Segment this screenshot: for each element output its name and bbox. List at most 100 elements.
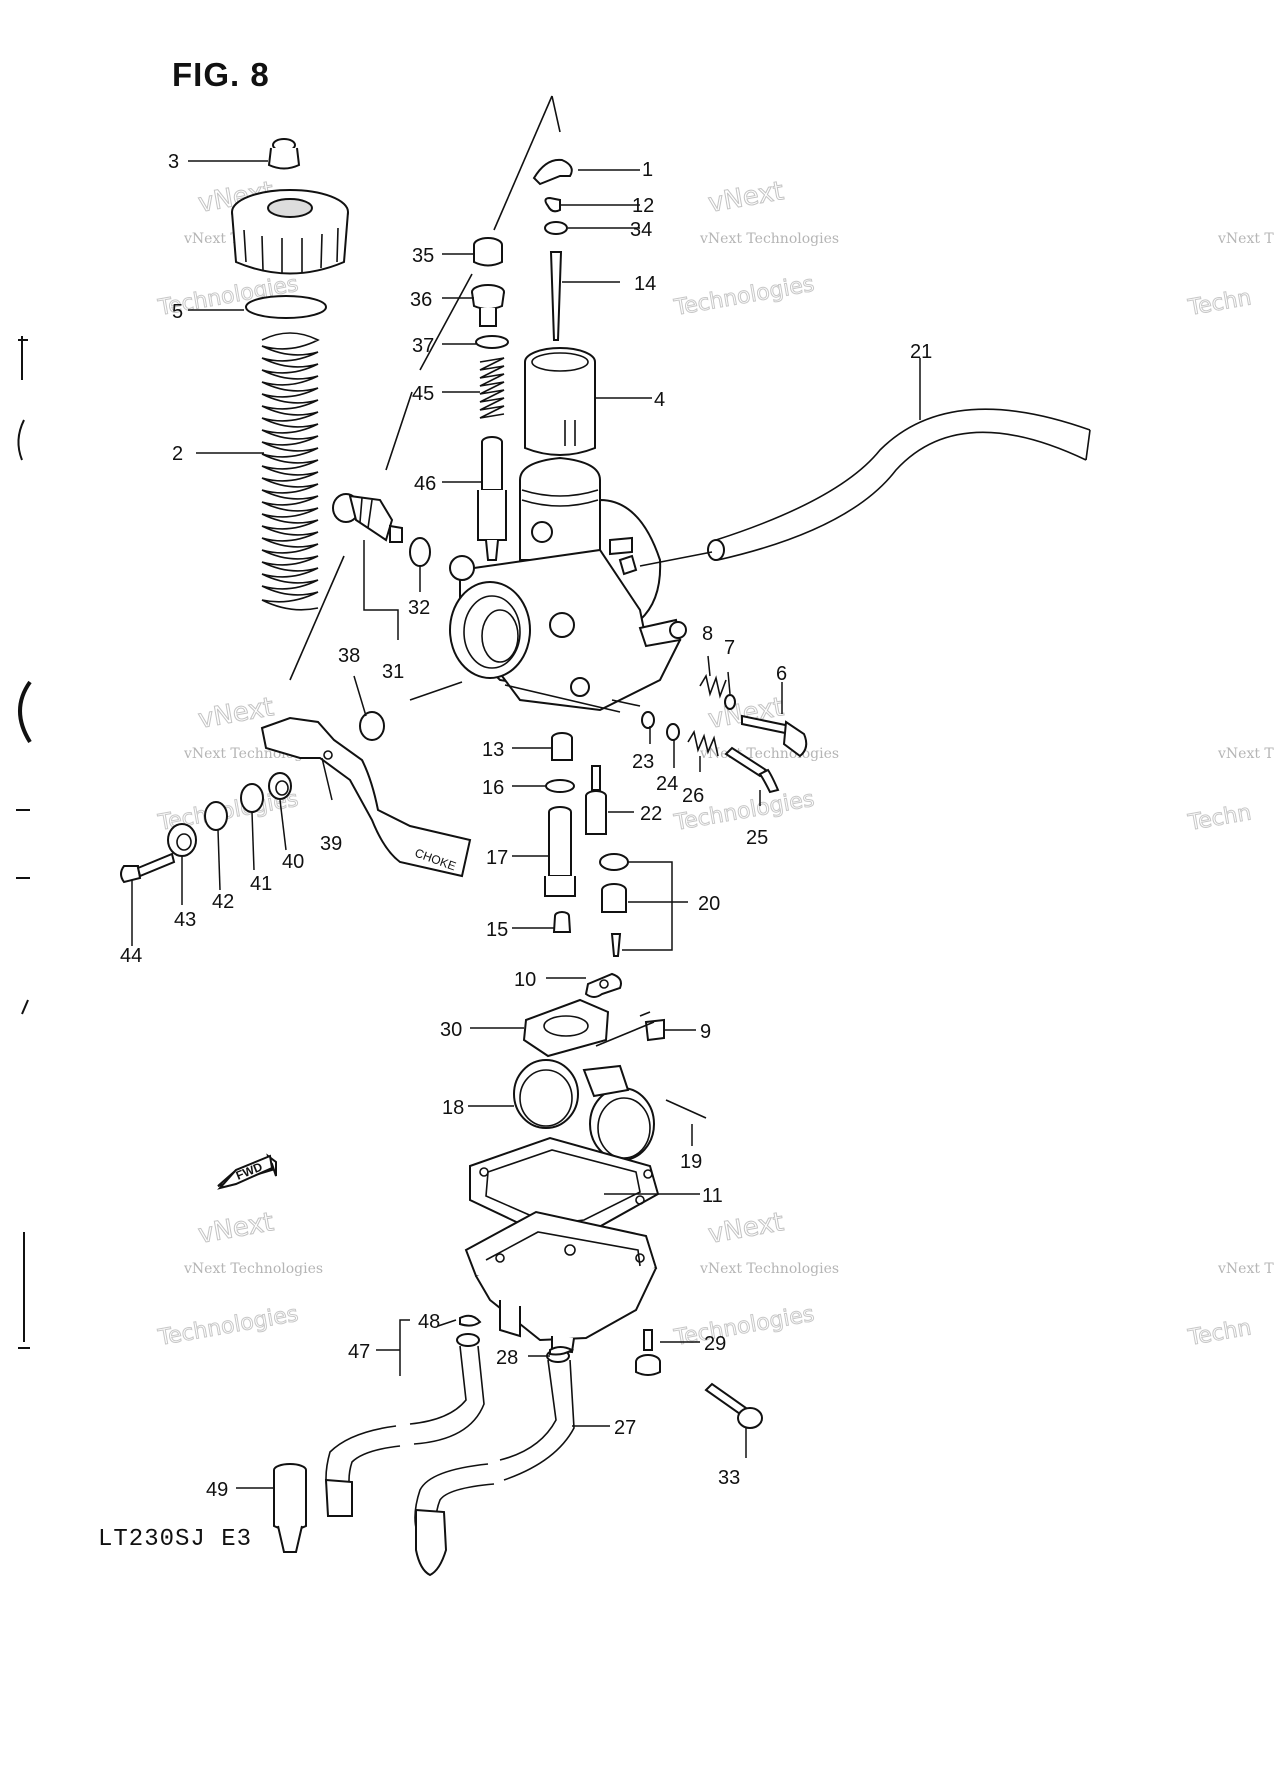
callout-37: 37	[412, 335, 434, 357]
callout-44: 44	[120, 945, 142, 967]
callout-29: 29	[704, 1333, 726, 1355]
svg-text:vNext: vNext	[706, 1207, 786, 1250]
svg-text:vNext Technologies: vNext Technologies	[183, 1261, 323, 1277]
callout-labels: 1 2 3 4 5 6 7 8 9 10 11 12 13 14 15 16 1…	[120, 151, 932, 1501]
svg-text:Technologies: Technologies	[672, 272, 817, 321]
callout-15: 15	[486, 919, 508, 941]
callout-43: 43	[174, 909, 196, 931]
callout-16: 16	[482, 777, 504, 799]
part-33-drain-screw	[704, 1382, 763, 1429]
callout-21: 21	[910, 341, 932, 363]
svg-text:vNext Technologies: vNext Technologies	[699, 1261, 839, 1277]
callout-23: 23	[632, 751, 654, 773]
part-30-plate	[522, 998, 610, 1058]
part-47-vent-hose	[324, 1333, 485, 1517]
callout-38: 38	[338, 645, 360, 667]
scan-edge-marks	[16, 336, 32, 1349]
svg-text:Techn: Techn	[1186, 285, 1254, 321]
part-27-drain-hose	[414, 1349, 575, 1577]
part-20-needle-valve	[599, 853, 629, 957]
part-46-choke-plunger	[477, 436, 507, 561]
leader-lines	[131, 160, 921, 1489]
part-10-float-arm	[584, 972, 622, 998]
part-5-o-ring	[245, 295, 327, 319]
float-chamber-bowl	[464, 1210, 658, 1354]
part-23-o-ring	[641, 711, 655, 729]
part-41-washer	[240, 783, 264, 813]
callout-36: 36	[410, 289, 432, 311]
callout-27: 27	[614, 1417, 636, 1439]
part-25-pilot-screw	[724, 746, 780, 794]
svg-text:vNext T: vNext T	[1217, 231, 1274, 247]
part-6-idle-screw	[741, 714, 808, 758]
part-35-cap	[473, 237, 503, 267]
part-9-screw	[639, 1011, 665, 1042]
callout-40: 40	[282, 851, 304, 873]
callout-18: 18	[442, 1097, 464, 1119]
part-7-washer	[724, 694, 736, 710]
callout-26: 26	[682, 785, 704, 807]
part-24-washer	[666, 723, 680, 741]
fwd-arrow: FWD	[217, 1153, 277, 1190]
part-19-float-pin	[665, 1099, 707, 1119]
part-28-clamp	[549, 1346, 575, 1356]
part-48-clamp	[459, 1314, 482, 1327]
watermark-left-bottom: vNext vNext Technologies Technologies	[155, 1207, 323, 1352]
callout-3: 3	[168, 151, 179, 173]
callout-35: 35	[412, 245, 434, 267]
model-code: LT230SJ E3	[98, 1526, 253, 1553]
callout-42: 42	[212, 891, 234, 913]
callout-20: 20	[698, 893, 720, 915]
part-11-gasket	[469, 1136, 660, 1240]
part-1-clip-plate	[532, 158, 573, 186]
callout-48: 48	[418, 1311, 440, 1333]
part-38-washer	[359, 711, 385, 741]
part-3-cap	[267, 138, 301, 170]
part-16-o-ring	[545, 779, 575, 793]
part-21-fuel-hose	[639, 408, 1091, 567]
part-34-washer	[544, 221, 568, 235]
svg-text:Techn: Techn	[1186, 800, 1254, 836]
watermark-right-bottom: vNext T Techn	[1185, 1261, 1274, 1352]
part-37-washer	[475, 335, 509, 349]
callout-9: 9	[700, 1021, 711, 1043]
part-12-e-clip	[544, 196, 561, 213]
figure-title: FIG. 8	[172, 56, 270, 93]
svg-text:Technologies: Technologies	[672, 1302, 817, 1351]
callout-24: 24	[656, 773, 678, 795]
svg-text:vNext Technologies: vNext Technologies	[699, 231, 839, 247]
callout-41: 41	[250, 873, 272, 895]
part-45-spring	[479, 357, 505, 419]
svg-text:vNext Technologies: vNext Technologies	[699, 746, 839, 762]
watermark-right-top: vNext T Techn	[1185, 231, 1274, 322]
callout-13: 13	[482, 739, 504, 761]
callout-34: 34	[630, 219, 652, 241]
part-29-drain-plug	[635, 1329, 661, 1376]
callout-46: 46	[414, 473, 436, 495]
callout-39: 39	[320, 833, 342, 855]
svg-text:Techn: Techn	[1186, 1315, 1254, 1351]
part-8-spring	[699, 673, 727, 699]
part-39-choke-lever: CHOKE	[260, 716, 472, 878]
part-14-jet-needle	[549, 251, 563, 341]
callout-47: 47	[348, 1341, 370, 1363]
callout-33: 33	[718, 1467, 740, 1489]
callout-1: 1	[642, 159, 653, 181]
callout-45: 45	[412, 383, 434, 405]
callout-11: 11	[702, 1185, 723, 1207]
callout-25: 25	[746, 827, 768, 849]
fwd-label: FWD	[234, 1159, 265, 1182]
part-32-washer	[409, 537, 431, 567]
part-15-main-jet	[552, 911, 572, 933]
callout-49: 49	[206, 1479, 228, 1501]
callout-28: 28	[496, 1347, 518, 1369]
watermark-center-top: vNext vNext Technologies Technologies	[671, 176, 839, 322]
part-31-starter-plunger	[332, 493, 403, 543]
watermark-right-mid: vNext T Techn	[1185, 746, 1274, 837]
part-26-spring	[687, 729, 719, 757]
callout-6: 6	[776, 663, 787, 685]
watermark-center-bottom: vNext vNext Technologies Technologies	[671, 1207, 839, 1352]
part-42-washer	[204, 801, 228, 831]
callout-17: 17	[486, 847, 508, 869]
